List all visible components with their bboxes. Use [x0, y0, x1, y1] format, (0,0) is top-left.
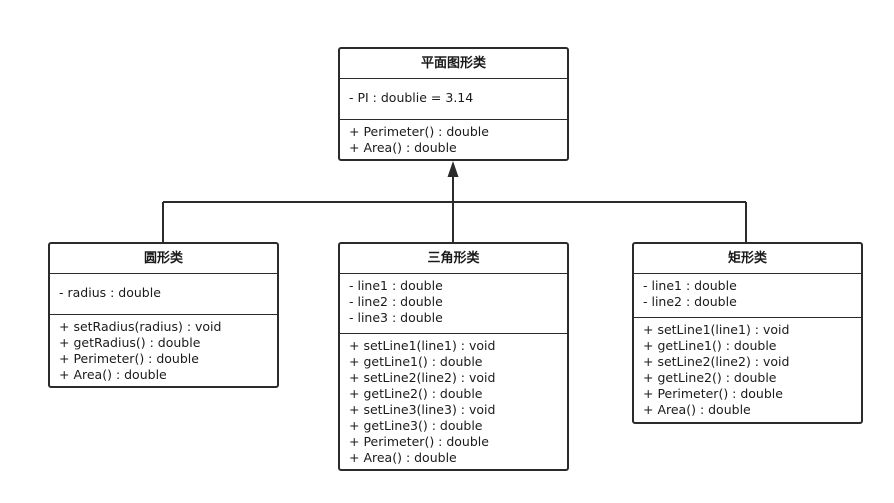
method: + getLine1() : double — [349, 354, 483, 369]
method: + setLine3(line3) : void — [349, 402, 496, 417]
method: + Perimeter() : double — [349, 434, 489, 449]
method: + Perimeter() : double — [59, 351, 199, 366]
method: + setLine2(line2) : void — [349, 370, 496, 385]
inheritance-arrowhead — [447, 161, 459, 177]
attributes-section: - PI : doublie = 3.14 — [340, 79, 567, 120]
methods-section: + Perimeter() : double + Area() : double — [340, 120, 567, 160]
attributes-section: - line1 : double - line2 : double — [634, 274, 861, 318]
method: + setLine2(line2) : void — [643, 354, 790, 369]
method: + getLine1() : double — [643, 338, 777, 353]
method: + Area() : double — [349, 450, 457, 465]
method: + Area() : double — [643, 402, 751, 417]
attribute: - PI : doublie = 3.14 — [349, 90, 474, 105]
attributes-section: - line1 : double - line2 : double - line… — [340, 274, 567, 334]
class-shape[interactable]: 平面图形类 - PI : doublie = 3.14 + Perimeter(… — [338, 47, 569, 161]
class-triangle[interactable]: 三角形类 - line1 : double - line2 : double -… — [338, 242, 569, 471]
class-name: 矩形类 — [634, 244, 861, 274]
class-name: 圆形类 — [50, 244, 277, 274]
class-name: 三角形类 — [340, 244, 567, 274]
method: + Perimeter() : double — [643, 386, 783, 401]
method: + getLine3() : double — [349, 418, 483, 433]
attribute: - line3 : double — [349, 310, 443, 325]
attribute: - line2 : double — [643, 294, 737, 309]
class-rectangle[interactable]: 矩形类 - line1 : double - line2 : double + … — [632, 242, 863, 424]
method: + setRadius(radius) : void — [59, 319, 222, 334]
method: + Perimeter() : double — [349, 124, 489, 139]
method: + Area() : double — [349, 140, 457, 155]
attributes-section: - radius : double — [50, 274, 277, 315]
method: + getRadius() : double — [59, 335, 201, 350]
methods-section: + setRadius(radius) : void + getRadius()… — [50, 315, 277, 387]
attribute: - line1 : double — [643, 278, 737, 293]
attribute: - line1 : double — [349, 278, 443, 293]
method: + Area() : double — [59, 367, 167, 382]
attribute: - line2 : double — [349, 294, 443, 309]
methods-section: + setLine1(line1) : void + getLine1() : … — [634, 318, 861, 422]
method: + getLine2() : double — [643, 370, 777, 385]
method: + getLine2() : double — [349, 386, 483, 401]
method: + setLine1(line1) : void — [643, 322, 790, 337]
attribute: - radius : double — [59, 285, 161, 300]
class-circle[interactable]: 圆形类 - radius : double + setRadius(radius… — [48, 242, 279, 388]
methods-section: + setLine1(line1) : void + getLine1() : … — [340, 334, 567, 470]
class-name: 平面图形类 — [340, 49, 567, 79]
method: + setLine1(line1) : void — [349, 338, 496, 353]
